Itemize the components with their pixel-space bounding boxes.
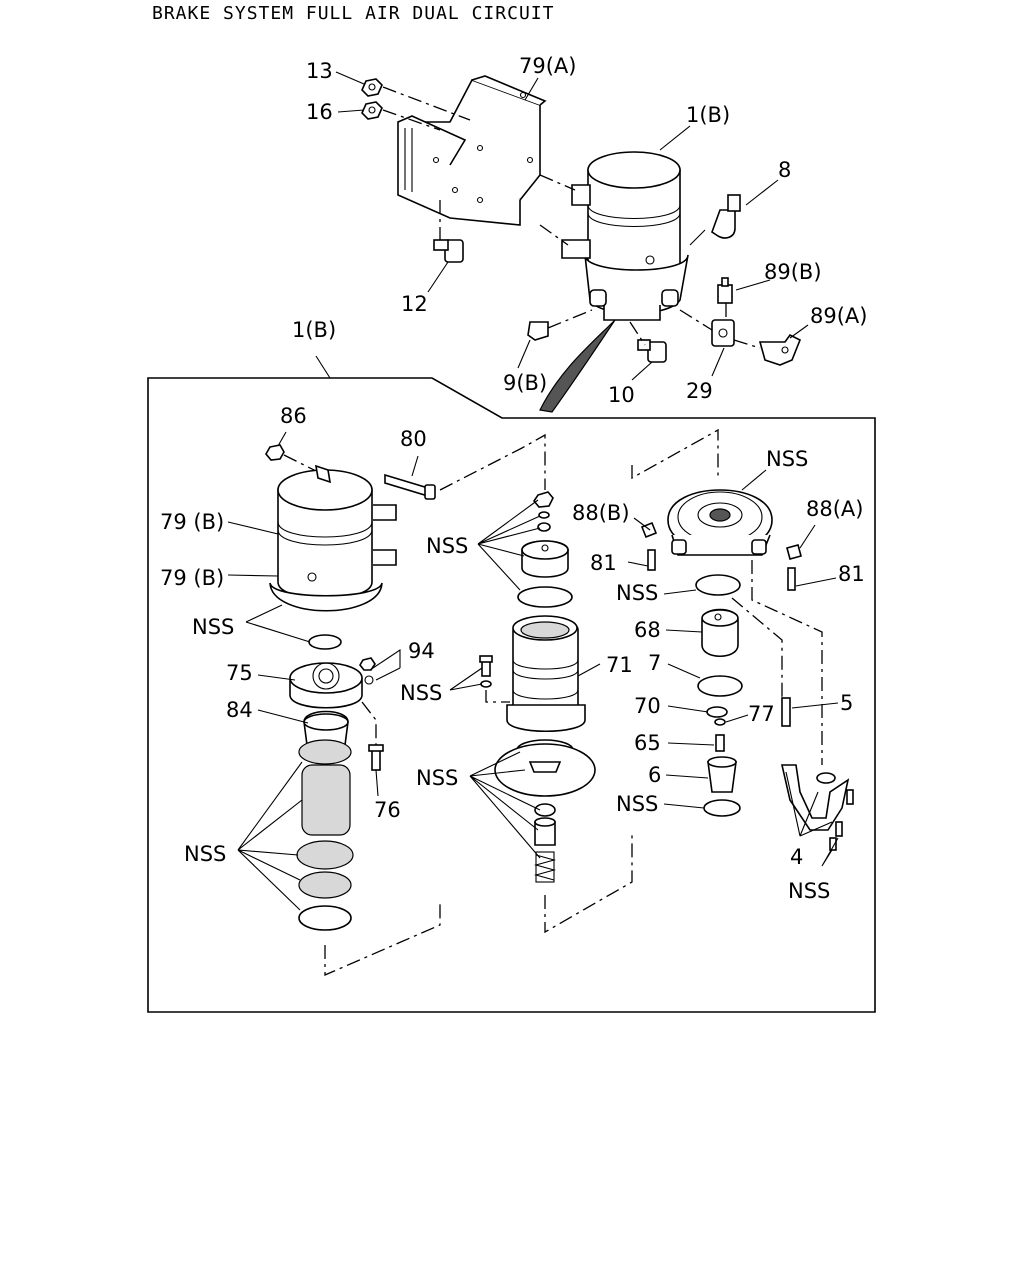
sleeve-6 bbox=[707, 756, 737, 793]
label-nss-right-top: NSS bbox=[766, 447, 808, 471]
label-89a: 89(A) bbox=[810, 304, 867, 328]
label-84: 84 bbox=[226, 698, 253, 722]
label-79a: 79(A) bbox=[519, 54, 576, 78]
label-nss-bracket: NSS bbox=[788, 879, 830, 903]
detail-frame bbox=[147, 377, 876, 1013]
bolt-10 bbox=[637, 339, 667, 363]
label-89b: 89(B) bbox=[764, 260, 822, 284]
label-81-left: 81 bbox=[590, 551, 617, 575]
label-77: 77 bbox=[748, 702, 775, 726]
label-79b-1: 79 (B) bbox=[160, 510, 224, 534]
label-76: 76 bbox=[374, 798, 401, 822]
label-nss-right-low: NSS bbox=[616, 792, 658, 816]
label-13: 13 bbox=[306, 59, 333, 83]
nut-16 bbox=[361, 101, 383, 120]
view-arrow bbox=[539, 319, 616, 413]
label-10: 10 bbox=[608, 383, 635, 407]
label-nss-left-bottom: NSS bbox=[184, 842, 226, 866]
filter-stack bbox=[296, 739, 354, 931]
label-68: 68 bbox=[634, 618, 661, 642]
top-assembly bbox=[361, 75, 802, 413]
label-9b: 9(B) bbox=[503, 371, 547, 395]
part-labels: 13 16 79(A) 1(B) 8 12 89(B) 89(A) 9(B) 1… bbox=[160, 54, 867, 903]
label-1b-top: 1(B) bbox=[686, 103, 730, 127]
label-nss-mid-left: NSS bbox=[400, 681, 442, 705]
piston-top bbox=[521, 540, 569, 578]
fitting-89b bbox=[717, 277, 733, 304]
label-16: 16 bbox=[306, 100, 333, 124]
bolt-80 bbox=[384, 473, 436, 500]
elbow-9b bbox=[527, 321, 549, 341]
middle-column bbox=[439, 433, 633, 934]
label-88a: 88(A) bbox=[806, 497, 863, 521]
label-81-right: 81 bbox=[838, 562, 865, 586]
elbow-8 bbox=[689, 194, 741, 246]
housing-71 bbox=[506, 615, 586, 733]
leader-lines bbox=[227, 71, 839, 911]
label-nss-mid-bottom: NSS bbox=[416, 766, 458, 790]
air-dryer-1b bbox=[561, 151, 689, 321]
label-86: 86 bbox=[280, 404, 307, 428]
label-80: 80 bbox=[400, 427, 427, 451]
heater-bracket-4 bbox=[780, 764, 854, 851]
label-94: 94 bbox=[408, 639, 435, 663]
label-88b: 88(B) bbox=[572, 501, 630, 525]
label-7: 7 bbox=[648, 651, 661, 675]
left-column bbox=[265, 444, 441, 976]
label-8: 8 bbox=[778, 158, 791, 182]
bracket-79a bbox=[397, 75, 547, 226]
label-nss-left-top: NSS bbox=[192, 615, 234, 639]
label-79b-2: 79 (B) bbox=[160, 566, 224, 590]
label-1b-box: 1(B) bbox=[292, 318, 336, 342]
label-65: 65 bbox=[634, 731, 661, 755]
elbow-89a bbox=[758, 333, 802, 366]
label-71: 71 bbox=[606, 653, 633, 677]
right-column bbox=[631, 428, 854, 851]
label-nss-right-mid: NSS bbox=[616, 581, 658, 605]
label-6: 6 bbox=[648, 763, 661, 787]
label-12: 12 bbox=[401, 292, 428, 316]
valve-68 bbox=[701, 608, 739, 657]
label-75: 75 bbox=[226, 661, 253, 685]
cover-75 bbox=[289, 662, 363, 709]
nut-13 bbox=[361, 78, 383, 97]
bolt-12 bbox=[433, 239, 464, 263]
label-4: 4 bbox=[790, 845, 803, 869]
label-29: 29 bbox=[686, 379, 713, 403]
label-nss-mid-top: NSS bbox=[426, 534, 468, 558]
top-cover bbox=[667, 489, 773, 556]
label-70: 70 bbox=[634, 694, 661, 718]
spring bbox=[533, 851, 557, 883]
page-title: BRAKE SYSTEM FULL AIR DUAL CIRCUIT bbox=[152, 3, 555, 24]
tee-29 bbox=[711, 319, 735, 347]
label-5: 5 bbox=[840, 691, 853, 715]
canister-79b bbox=[269, 464, 397, 612]
